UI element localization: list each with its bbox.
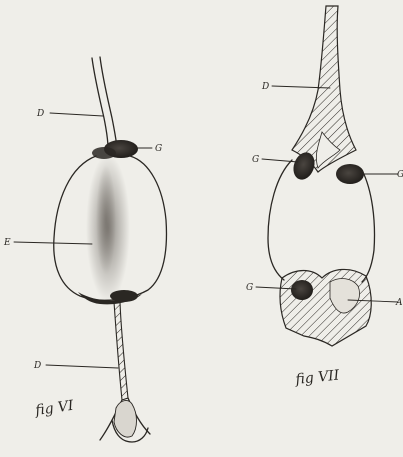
section-lower xyxy=(280,269,371,346)
label-g-upper-left: G xyxy=(252,155,259,165)
lower-stalk xyxy=(114,302,128,400)
figure-left: D G E D fig VI xyxy=(3,57,166,442)
label-d-lower: D xyxy=(33,361,41,371)
figure-right: D G G G A fig VII xyxy=(246,6,403,388)
caption-fig-vi: fig VI xyxy=(33,398,75,419)
upper-stalk-left xyxy=(92,58,108,148)
label-d-right: D xyxy=(261,82,269,92)
label-g-upper-right: G xyxy=(397,170,403,180)
label-e: E xyxy=(3,238,11,248)
upper-stalk-right xyxy=(100,57,117,148)
label-g: G xyxy=(155,144,162,154)
label-d-upper: D xyxy=(36,109,44,119)
gland-lower xyxy=(291,280,313,300)
label-a: A xyxy=(395,298,403,308)
label-g-lower: G xyxy=(246,283,253,293)
caption-fig-vii: fig VII xyxy=(294,367,341,388)
